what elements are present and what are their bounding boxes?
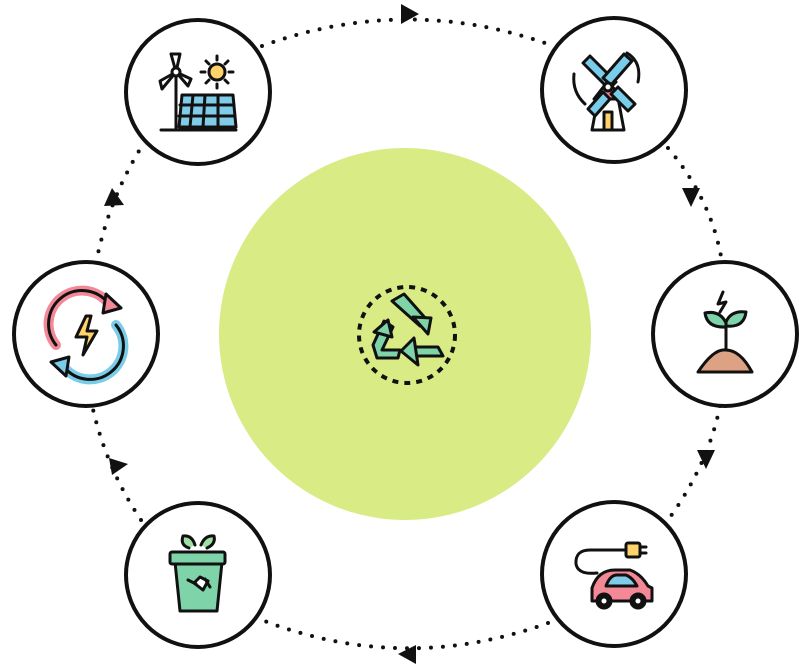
center-circle	[219, 148, 591, 520]
node-windmill	[540, 16, 688, 164]
connector-right-lower	[666, 404, 722, 522]
arrowhead-bottom	[398, 645, 416, 664]
node-energy	[12, 260, 160, 408]
arrowhead-left-upper	[104, 188, 124, 206]
connector-top	[260, 17, 550, 48]
connector-right-upper	[666, 146, 724, 264]
connector-bottom	[260, 618, 550, 651]
node-renewable	[124, 18, 272, 166]
arrowhead-left-lower	[109, 458, 128, 475]
windmill-icon	[572, 51, 641, 132]
arrowhead-group	[104, 4, 715, 664]
electric-car-icon	[574, 541, 654, 610]
connector-left-upper	[94, 144, 144, 265]
recycle-icon	[357, 285, 457, 385]
node-plant	[651, 260, 799, 408]
arrowhead-right-lower	[697, 450, 715, 469]
connector-left-lower	[90, 403, 143, 522]
arrowhead-right-upper	[682, 188, 700, 207]
node-ev	[540, 500, 688, 648]
arrowhead-top	[401, 4, 419, 24]
compost-bin-icon	[168, 534, 227, 613]
node-compost	[124, 501, 272, 649]
connector-group	[90, 17, 724, 651]
renewable-energy-icon	[43, 285, 129, 385]
plant-sprout-icon	[696, 290, 754, 374]
solar-wind-icon	[158, 52, 238, 132]
